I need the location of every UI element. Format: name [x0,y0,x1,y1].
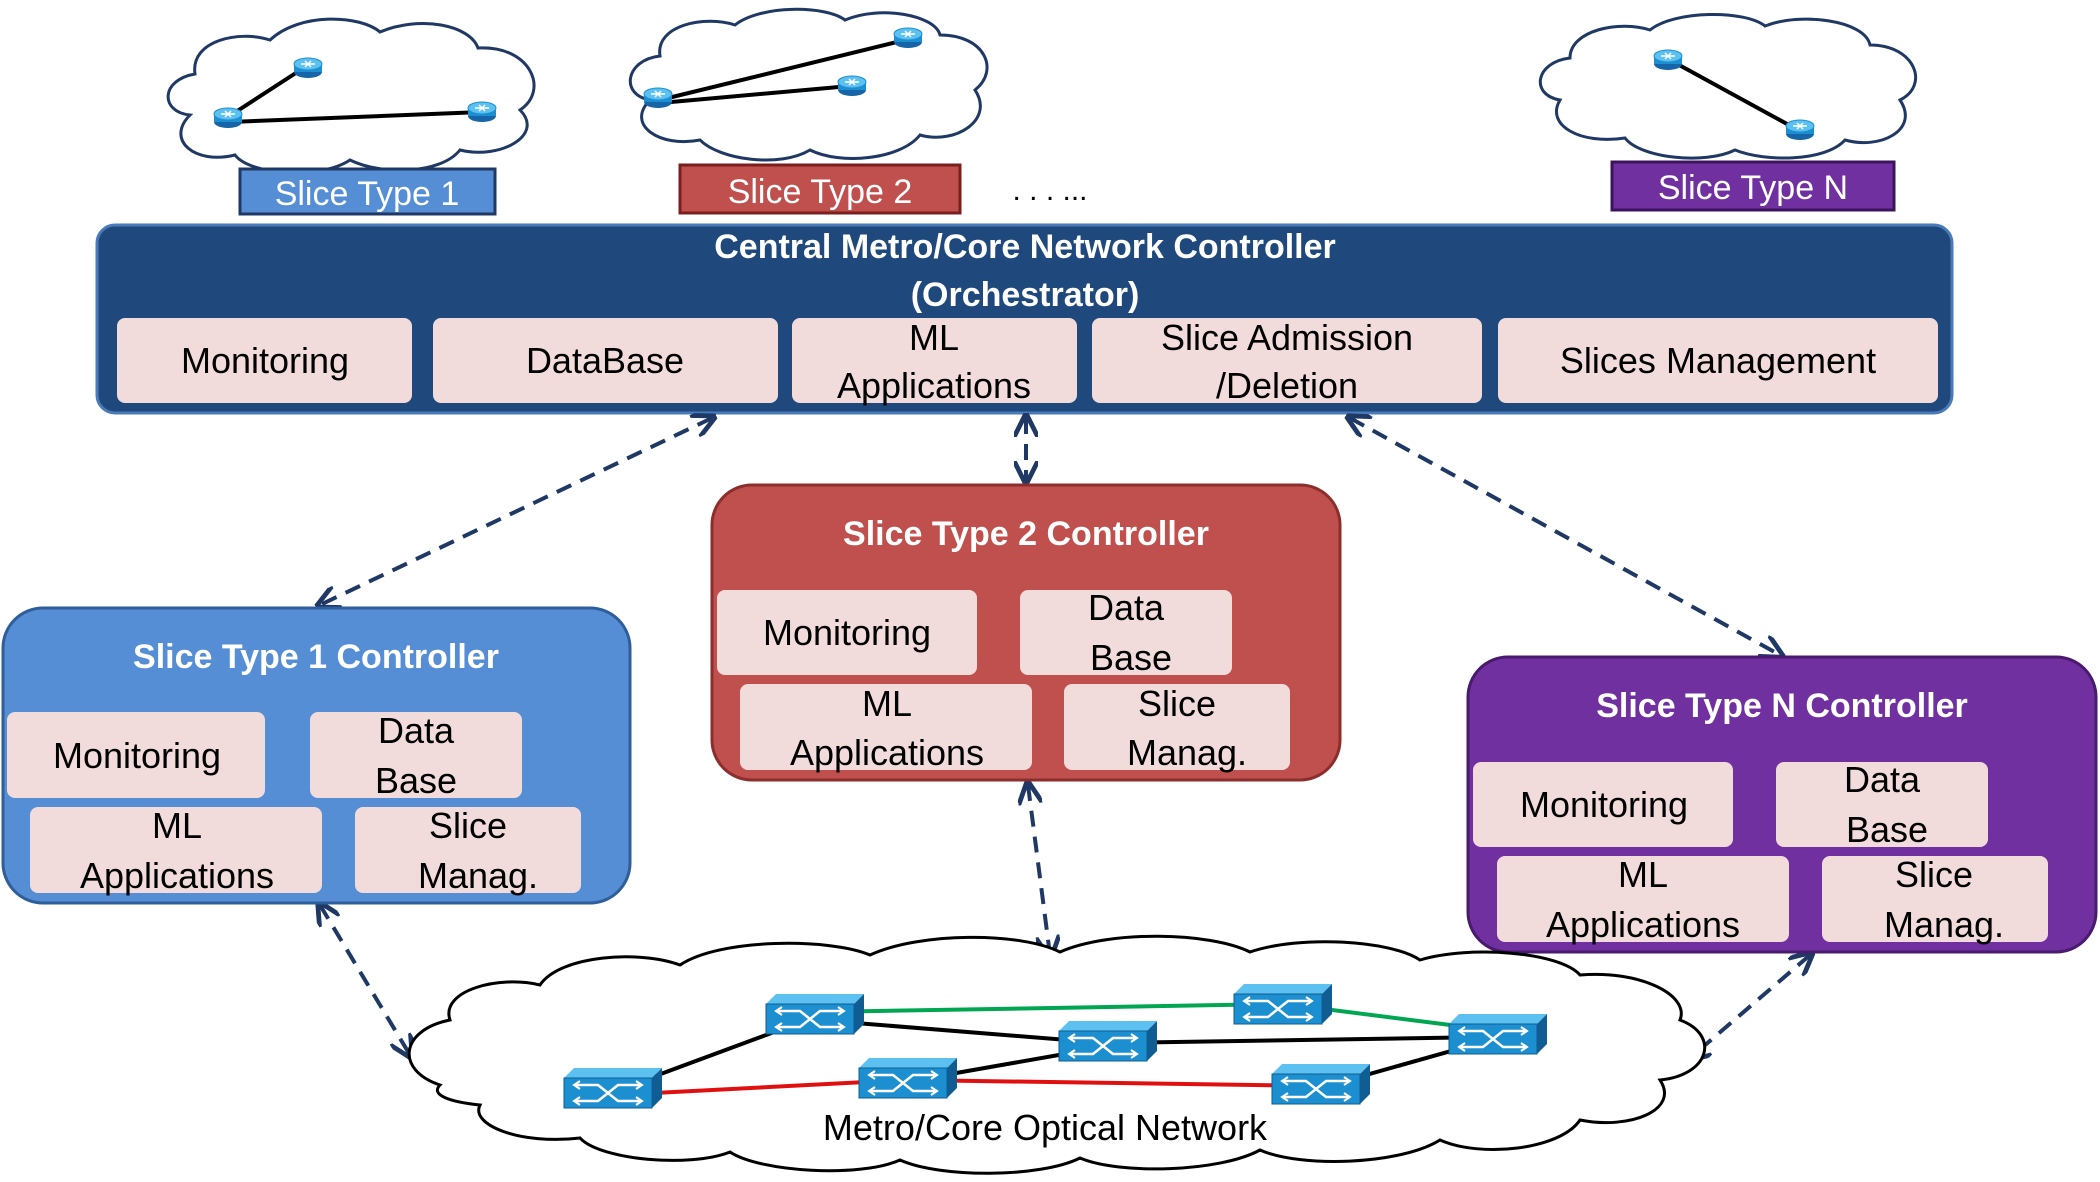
module-slice-manag: Slice Manag. [1822,854,2048,945]
link [659,38,906,102]
central-module-ml-applications: ML Applications [792,317,1077,406]
slice-type-n-label: Slice Type N [1610,160,1896,212]
svg-text:Monitoring: Monitoring [181,340,349,381]
svg-text:ML: ML [909,317,959,358]
optical-link-red [614,1078,906,1097]
svg-text:Monitoring: Monitoring [763,612,931,653]
router-icon [213,107,243,129]
optical-link-red [909,1078,1321,1088]
central-title: Central Metro/Core Network Controller [714,228,1336,266]
optical-link-green [819,1002,1281,1014]
optical-switch-icon [764,992,866,1036]
controller-title: Slice Type N Controller [1596,687,1968,725]
svg-text:ML: ML [152,805,202,846]
network-label: Metro/Core Optical Network [823,1107,1268,1148]
slice-type-n-controller: Slice Type N Controller Monitoring Data … [1466,655,2098,954]
svg-text:DataBase: DataBase [526,340,684,381]
link [226,65,307,119]
controller-title: Slice Type 2 Controller [843,515,1209,553]
link [659,84,851,105]
optical-switch-icon [1447,1012,1549,1056]
optical-link [817,1018,1106,1045]
svg-text:Monitoring: Monitoring [1520,784,1688,825]
control-links [320,418,1810,1058]
svg-text:Manag.: Manag. [1127,732,1247,773]
optical-switch-icon [857,1056,959,1100]
module-slice-manag: Slice Manag. [355,805,581,896]
svg-text:Slice Admission: Slice Admission [1161,317,1413,358]
router-icon [643,87,673,109]
slice-type-n-cloud [1538,13,1918,160]
svg-text:Base: Base [375,760,457,801]
arrow-central-to-slicen [1350,418,1780,655]
arrow-slice2-to-network [1028,785,1050,955]
svg-text:Applications: Applications [790,732,984,773]
arrow-slicen-to-network [1690,955,1810,1058]
module-monitoring: Monitoring [1473,762,1733,847]
svg-text:ML: ML [1618,854,1668,895]
router-icon [293,57,323,79]
optical-switch-icon [1232,982,1334,1026]
svg-text:Applications: Applications [1546,904,1740,945]
central-module-monitoring: Monitoring [117,318,412,403]
svg-text:Slice: Slice [1138,683,1216,724]
module-ml-applications: ML Applications [30,805,322,896]
optical-network-cloud: Metro/Core Optical Network [407,934,1707,1175]
svg-text:Applications: Applications [80,855,274,896]
optical-switch-icon [1057,1019,1159,1063]
module-database: Data Base [310,710,522,801]
slice-type-1-cloud [166,17,536,175]
central-module-slices-management: Slices Management [1498,318,1938,403]
module-monitoring: Monitoring [717,590,977,675]
svg-text:Slice: Slice [429,805,507,846]
svg-text:Manag.: Manag. [1884,904,2004,945]
module-slice-manag: Slice Manag. [1064,683,1290,773]
svg-text:Applications: Applications [837,365,1031,406]
slice-type-1-controller: Slice Type 1 Controller Monitoring Data … [1,606,632,905]
central-controller: Central Metro/Core Network Controller (O… [95,223,1954,415]
svg-text:Slice Type 2: Slice Type 2 [728,173,913,211]
module-ml-applications: ML Applications [740,683,1032,773]
slice-type-1-label: Slice Type 1 [238,167,497,216]
svg-text:Data: Data [1844,759,1921,800]
svg-text:Slices Management: Slices Management [1560,340,1876,381]
controller-title: Slice Type 1 Controller [133,638,499,676]
optical-switch-icon [1270,1062,1372,1106]
svg-text:ML: ML [862,683,912,724]
svg-text:Data: Data [1088,587,1165,628]
svg-text:/Deletion: /Deletion [1216,365,1358,406]
arrow-slice1-to-network [320,905,410,1055]
central-subtitle: (Orchestrator) [911,276,1140,314]
module-monitoring: Monitoring [7,712,265,798]
router-icon [1653,49,1683,71]
central-module-slice-admission: Slice Admission /Deletion [1092,317,1482,406]
svg-text:Manag.: Manag. [418,855,538,896]
arrow-central-to-slice1 [320,418,712,605]
svg-text:Slice: Slice [1895,854,1973,895]
link [229,110,483,124]
svg-text:Data: Data [378,710,455,751]
link [1669,58,1799,132]
svg-text:Base: Base [1846,809,1928,850]
router-icon [837,75,867,97]
slice-type-2-label: Slice Type 2 [678,163,962,215]
module-database: Data Base [1020,587,1232,678]
slice-type-2-controller: Slice Type 2 Controller Monitoring Data … [710,483,1342,782]
svg-text:Base: Base [1090,637,1172,678]
slice-type-2-cloud [628,7,989,162]
central-module-database: DataBase [433,318,778,403]
router-icon [893,27,923,49]
svg-text:Monitoring: Monitoring [53,735,221,776]
svg-text:Slice Type N: Slice Type N [1658,169,1848,207]
router-icon [467,101,497,123]
optical-switch-icon [562,1066,664,1110]
module-ml-applications: ML Applications [1497,854,1789,945]
router-icon [1785,119,1815,141]
more-slices-ellipsis: . . . ... [1012,174,1087,207]
svg-text:Slice Type 1: Slice Type 1 [275,175,460,213]
module-database: Data Base [1776,759,1988,850]
optical-link [1109,1035,1491,1045]
